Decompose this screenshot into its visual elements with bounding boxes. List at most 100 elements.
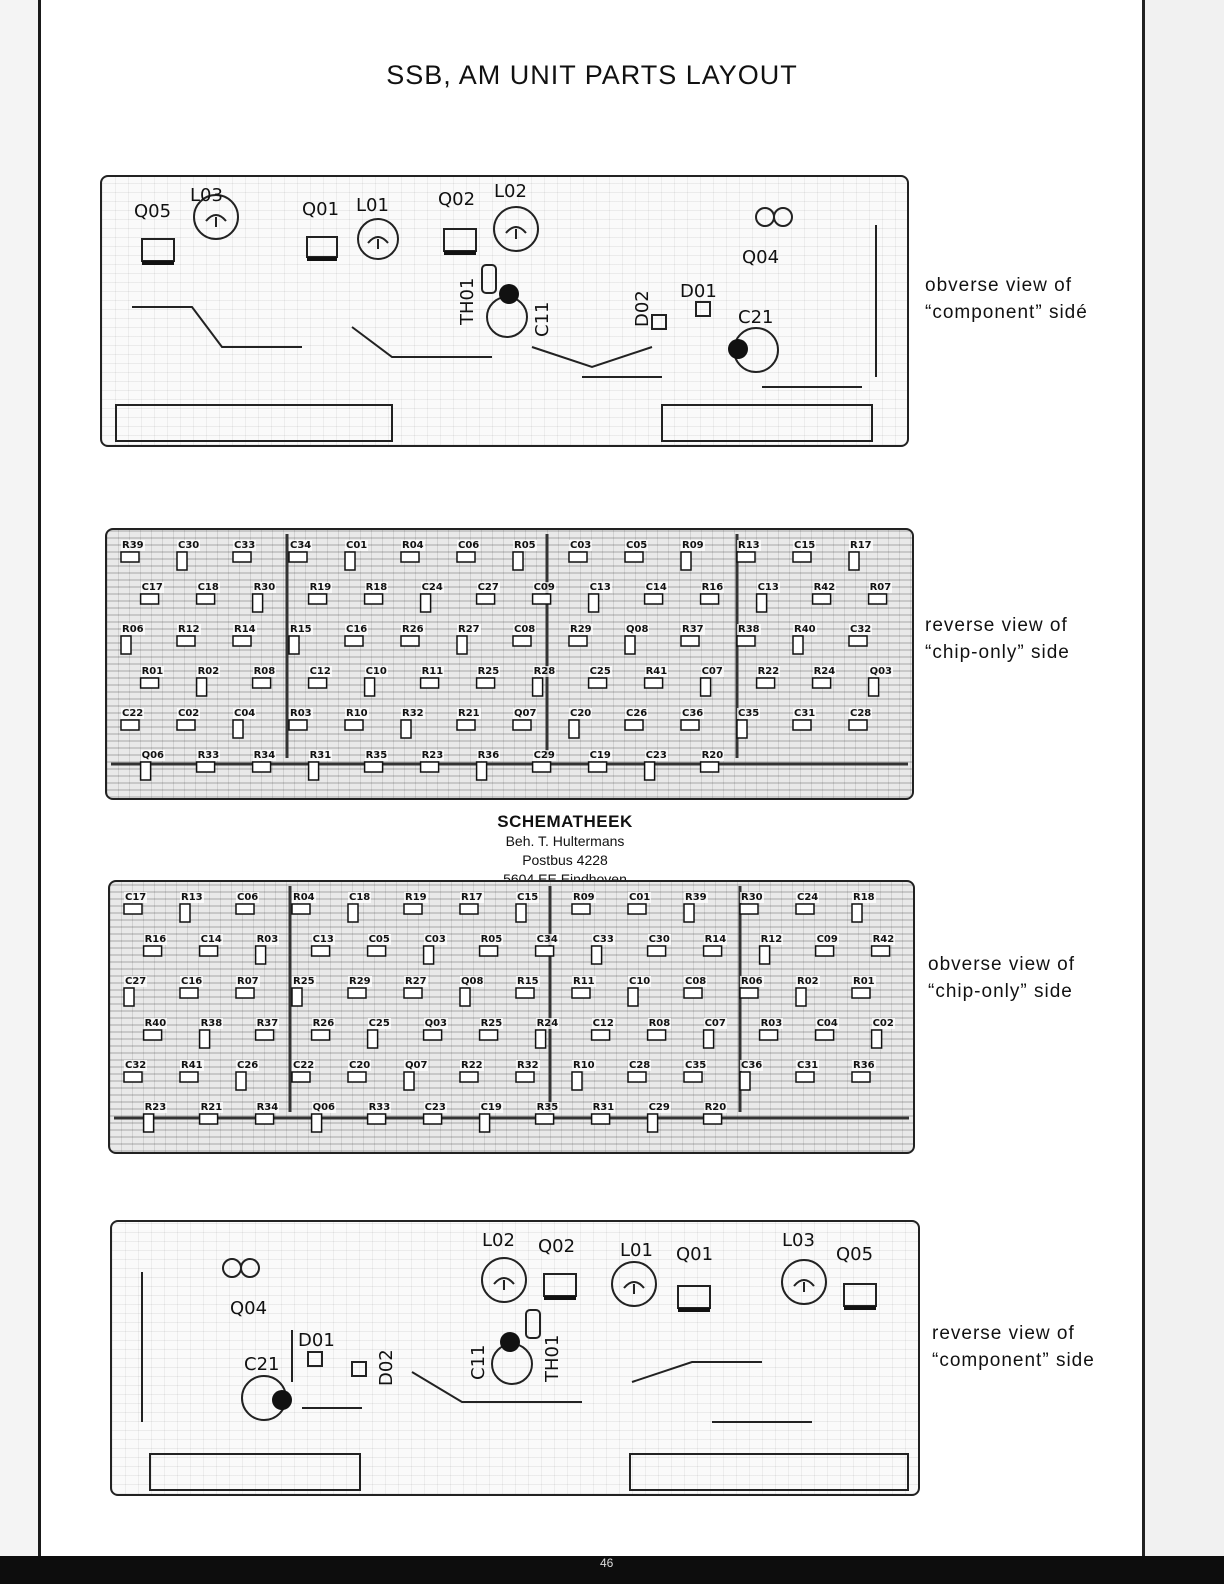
pcb-obverse-component-drawing: [115, 194, 877, 442]
smd-pad: [235, 1071, 247, 1091]
note-board-4-line1: reverse view of: [932, 1323, 1075, 1344]
chip-label: R25: [479, 1018, 504, 1029]
smd-pad: [568, 551, 588, 563]
label-d01-rev: D01: [298, 1330, 335, 1351]
smd-pad: [123, 1071, 143, 1083]
smd-pad: [419, 677, 440, 689]
smd-pad: [571, 903, 591, 915]
smd-pad: [571, 987, 591, 999]
label-c11-rev: C11: [468, 1344, 489, 1380]
pcb-reverse-chip-traces: [111, 534, 908, 781]
smd-pad: [254, 1113, 275, 1125]
pcb-reverse-component: L02 Q02 L01 Q01 L03 Q05 Q04 D01 D02 TH01…: [110, 1220, 920, 1496]
chip-label: C32: [849, 624, 873, 635]
smd-pad: [139, 593, 160, 605]
smd-pad: [515, 987, 535, 999]
chip-label: R06: [121, 624, 145, 635]
chip-label: R05: [479, 934, 504, 945]
chip-label: R32: [516, 1060, 540, 1071]
chip-label: C14: [644, 582, 668, 593]
chip-label: C24: [796, 892, 820, 903]
chip-label: C05: [625, 540, 649, 551]
smd-pad: [739, 1071, 751, 1091]
chip-label: R39: [684, 892, 708, 903]
chip-label: R03: [289, 708, 313, 719]
chip-label: C14: [199, 934, 223, 945]
smd-pad: [792, 719, 812, 731]
chip-label: R30: [252, 582, 277, 593]
smd-pad: [758, 1029, 779, 1041]
stamp-line1: Beh. T. Hultermans: [505, 833, 625, 849]
label-c21: C21: [738, 307, 774, 328]
label-th01-rev: TH01: [542, 1334, 563, 1382]
chip-label: C20: [569, 708, 593, 719]
chip-label: C06: [457, 540, 481, 551]
chip-label: R24: [812, 666, 837, 677]
smd-pad: [310, 1113, 323, 1133]
chip-label: R33: [367, 1102, 392, 1113]
chip-label: R03: [759, 1018, 784, 1029]
chip-label: C17: [140, 582, 164, 593]
smd-pad: [590, 1029, 611, 1041]
smd-pad: [478, 1029, 499, 1041]
smd-pad: [291, 1071, 311, 1083]
chip-label: C05: [367, 934, 391, 945]
smd-pad: [792, 635, 804, 655]
smd-pad: [310, 1029, 331, 1041]
smd-pad: [683, 987, 703, 999]
smd-pad: [587, 677, 608, 689]
smd-pad: [627, 987, 639, 1007]
chip-label: C34: [535, 934, 559, 945]
smd-pad: [422, 1113, 443, 1125]
scan-margin-right: [1144, 0, 1224, 1584]
chip-label: C23: [423, 1102, 447, 1113]
smd-pad: [254, 1029, 275, 1041]
smd-pad: [422, 945, 435, 965]
chip-label: C24: [420, 582, 444, 593]
chip-label: Q08: [460, 976, 485, 987]
smd-pad: [699, 677, 712, 697]
smd-pad: [235, 903, 255, 915]
smd-pad: [512, 551, 524, 571]
smd-pad: [534, 1113, 555, 1125]
smd-pad: [419, 761, 440, 773]
chip-label: R23: [143, 1102, 168, 1113]
chip-label: R37: [255, 1018, 280, 1029]
smd-pad: [198, 945, 219, 957]
smd-pad: [176, 635, 196, 647]
chip-label: C09: [532, 582, 556, 593]
chip-label: R23: [420, 750, 445, 761]
smd-pad: [400, 635, 420, 647]
chip-label: C36: [740, 1060, 764, 1071]
smd-pad: [456, 635, 468, 655]
chip-label: C31: [793, 708, 817, 719]
chip-label: C35: [737, 708, 761, 719]
smd-pad: [814, 945, 835, 957]
smd-pad: [363, 677, 376, 697]
chip-label: C22: [121, 708, 145, 719]
chip-label: C10: [364, 666, 388, 677]
smd-pad: [363, 761, 384, 773]
smd-pad: [531, 761, 552, 773]
smd-pad: [403, 903, 423, 915]
smd-pad: [120, 551, 140, 563]
pcb-obverse-component: Q05 L03 Q01 L01 Q02 L02 Q04 TH01 C11 D02…: [100, 175, 909, 447]
smd-pad: [459, 1071, 479, 1083]
chip-label: R31: [308, 750, 333, 761]
smd-pad: [531, 593, 552, 605]
label-q05: Q05: [134, 201, 172, 222]
chip-label: C08: [513, 624, 537, 635]
note-board-3-line2: “chip-only” side: [928, 981, 1073, 1002]
chip-label: C20: [348, 1060, 372, 1071]
smd-pad: [627, 903, 647, 915]
smd-pad: [851, 1071, 871, 1083]
chip-label: R28: [532, 666, 557, 677]
chip-label: C23: [644, 750, 668, 761]
smd-pad: [702, 945, 723, 957]
chip-label: C26: [236, 1060, 260, 1071]
chip-label: C29: [532, 750, 556, 761]
chip-label: Q07: [513, 708, 538, 719]
smd-pad: [795, 903, 815, 915]
smd-pad: [848, 719, 868, 731]
